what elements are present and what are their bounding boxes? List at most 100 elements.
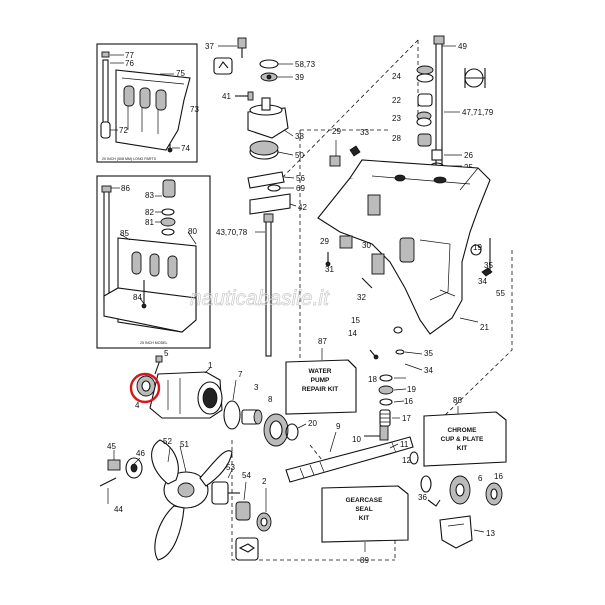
label-11: 11 (400, 440, 409, 449)
water-pump-stack (213, 37, 297, 357)
label-35-mid: 35 (424, 349, 433, 358)
label-84: 84 (133, 293, 142, 302)
seal-kit-line2: SEAL (355, 506, 372, 513)
label-10: 10 (352, 435, 361, 444)
label-87: 87 (318, 337, 327, 346)
bearing-housing-assembly (136, 355, 419, 483)
label-4: 4 (135, 401, 140, 410)
label-44: 44 (114, 505, 123, 514)
inset-20-inch-parts: 77 76 75 73 72 74 20 INCH (508 MM) LONG … (96, 43, 199, 163)
inset-top-caption: 20 INCH (508 MM) LONG PARTS (102, 157, 157, 161)
label-42: 42 (298, 203, 307, 212)
label-74: 74 (181, 144, 190, 153)
label-39: 39 (295, 73, 304, 82)
water-pump-kit-line2: PUMP (311, 377, 330, 384)
label-89: 89 (360, 556, 369, 565)
label-46: 46 (136, 449, 145, 458)
label-77: 77 (125, 51, 134, 60)
label-16-bottom: 16 (494, 472, 503, 481)
label-53: 53 (226, 463, 235, 472)
label-88: 88 (453, 396, 462, 405)
label-54: 54 (242, 471, 251, 480)
label-2: 2 (262, 477, 267, 486)
label-35-top: 35 (484, 261, 493, 270)
label-31: 31 (325, 265, 334, 274)
label-29-mid: 29 (320, 237, 329, 246)
label-23: 23 (392, 114, 401, 123)
label-8: 8 (268, 395, 273, 404)
label-58-73: 58,73 (295, 60, 316, 69)
label-56: 56 (296, 174, 305, 183)
label-47-71-79: 47,71,79 (462, 108, 494, 117)
label-45: 45 (107, 442, 116, 451)
label-86: 86 (121, 184, 130, 193)
label-5: 5 (164, 349, 169, 358)
label-33: 33 (360, 128, 369, 137)
label-1: 1 (208, 361, 213, 370)
label-20: 20 (308, 419, 317, 428)
label-12: 12 (402, 456, 411, 465)
label-17: 17 (402, 414, 411, 423)
label-41: 41 (222, 92, 231, 101)
water-pump-kit-line1: WATER (309, 368, 332, 375)
chrome-kit-line3: KIT (457, 445, 468, 452)
label-13: 13 (486, 529, 495, 538)
label-81: 81 (145, 218, 154, 227)
label-24: 24 (392, 72, 401, 81)
gearcase-small-parts (325, 140, 493, 360)
label-55: 55 (496, 289, 505, 298)
seal-kit-line1: GEARCASE (346, 497, 384, 504)
label-52: 52 (163, 437, 172, 446)
label-29-top: 29 (332, 127, 341, 136)
seal-kit-line3: KIT (359, 515, 370, 522)
chrome-kit-line1: CHROME (448, 427, 478, 434)
label-69: 69 (296, 184, 305, 193)
watermark-text: nauticabasile.it (190, 287, 330, 310)
label-80: 80 (188, 227, 197, 236)
label-73: 73 (190, 105, 199, 114)
label-36: 36 (418, 493, 427, 502)
label-26: 26 (464, 151, 473, 160)
label-19-top: 19 (473, 243, 482, 252)
label-75: 75 (176, 69, 185, 78)
label-15: 15 (351, 316, 360, 325)
gearcase-seal-kit: 89 GEARCASE SEAL KIT (321, 485, 409, 565)
label-83: 83 (145, 191, 154, 200)
label-34-top: 34 (478, 277, 487, 286)
label-6: 6 (478, 474, 483, 483)
label-19-mid: 19 (407, 385, 416, 394)
inset-bottom-caption: 25 INCH MODEL (140, 341, 168, 345)
label-85: 85 (120, 229, 129, 238)
label-21: 21 (480, 323, 489, 332)
label-37: 37 (205, 42, 214, 51)
label-76: 76 (125, 59, 134, 68)
label-28: 28 (392, 134, 401, 143)
label-32: 32 (357, 293, 366, 302)
label-16-mid: 16 (404, 397, 413, 406)
label-34-mid: 34 (424, 366, 433, 375)
gearcase-housing (317, 159, 491, 335)
label-43-70-78: 43,70,78 (216, 228, 248, 237)
label-3: 3 (254, 383, 259, 392)
label-38: 38 (295, 132, 304, 141)
assembly-dashed-lines (231, 39, 513, 561)
lower-gear-parts (420, 475, 503, 549)
chrome-kit-line2: CUP & PLATE (441, 436, 484, 443)
water-pump-kit-line3: REPAIR KIT (302, 386, 338, 393)
inset-25-inch-model: 86 83 82 81 85 80 84 25 INCH MODEL (96, 175, 211, 349)
water-pump-repair-kit: 87 WATER PUMP REPAIR KIT (285, 337, 357, 415)
label-50: 50 (295, 151, 304, 160)
shift-rod-stack (416, 35, 486, 183)
label-9: 9 (336, 422, 341, 431)
highlight-ring (129, 372, 161, 404)
label-14: 14 (348, 329, 357, 338)
chrome-cup-plate-kit: 88 CHROME CUP & PLATE KIT (423, 396, 507, 467)
label-18: 18 (368, 375, 377, 384)
label-7: 7 (238, 370, 243, 379)
label-22: 22 (392, 96, 401, 105)
shift-parts (378, 374, 407, 427)
label-30: 30 (362, 241, 371, 250)
label-49: 49 (458, 42, 467, 51)
label-51: 51 (180, 440, 189, 449)
